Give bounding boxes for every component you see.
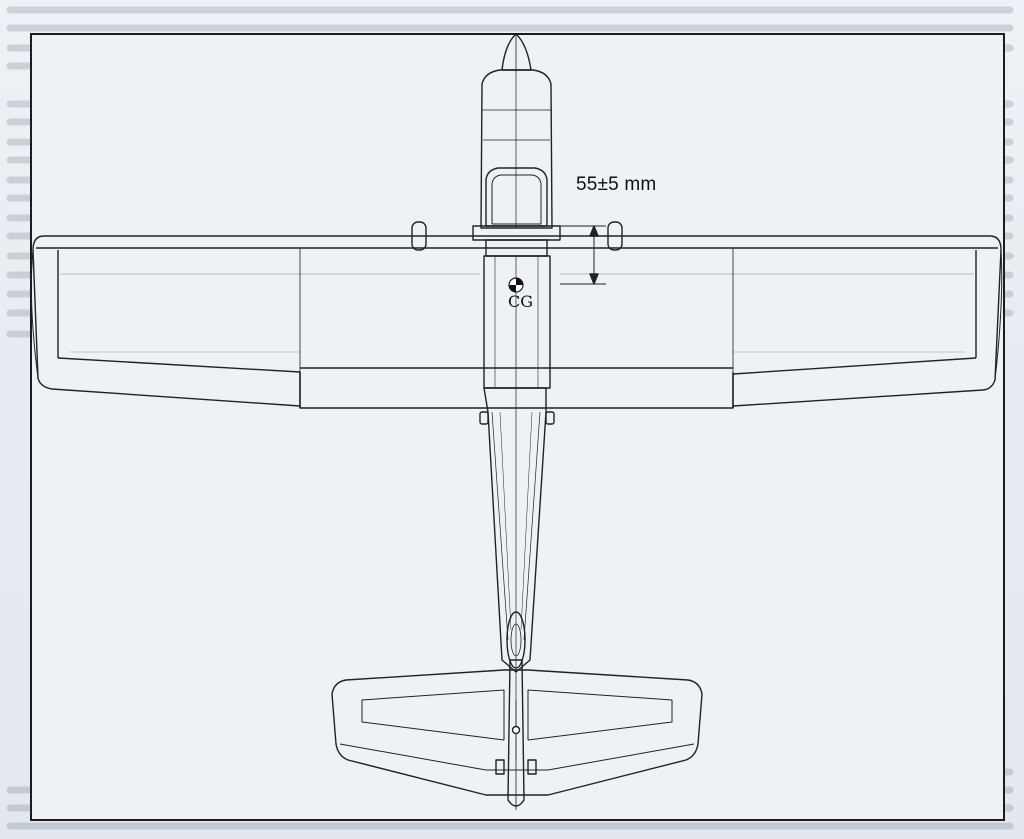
cg-dimension-label: 55±5 mm (576, 174, 657, 195)
strut-mounts (411, 221, 623, 425)
cg-dimension (560, 225, 606, 285)
rudder (495, 659, 537, 810)
fuselage (472, 33, 561, 760)
cg-label: CG (508, 292, 534, 311)
cg-symbol (508, 277, 524, 293)
main-wing (30, 235, 1003, 409)
drawing-frame (30, 33, 1005, 821)
horizontal-stabilizer (331, 669, 703, 796)
